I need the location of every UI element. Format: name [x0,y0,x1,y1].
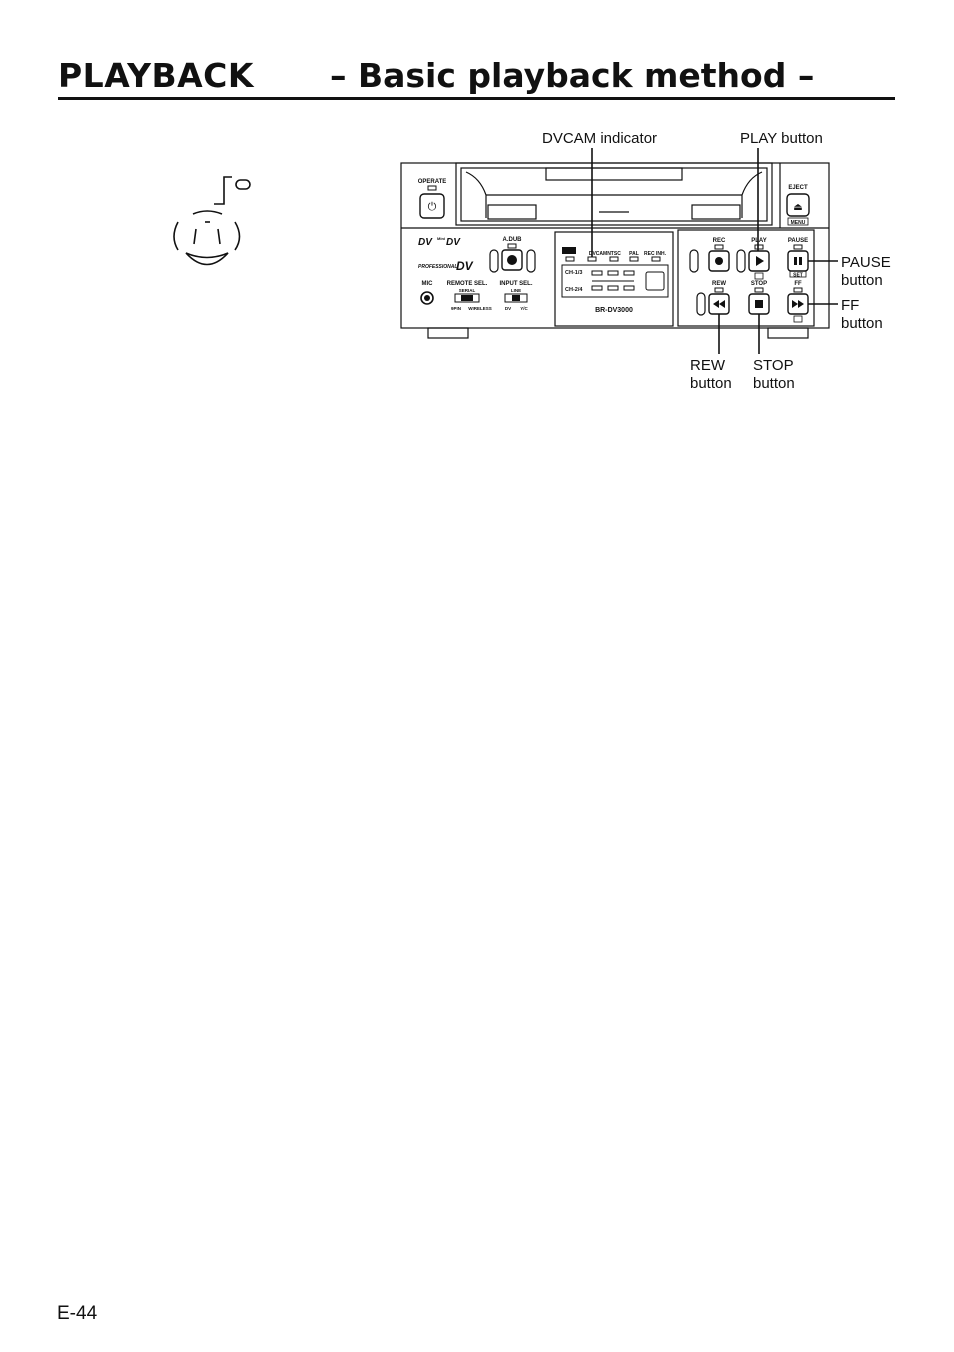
ch24-label: CH-2/4 [565,287,583,293]
pause-button[interactable] [787,250,809,272]
a-dub-button[interactable] [501,249,523,271]
input-sel-switch[interactable] [504,293,528,303]
eject-group: EJECT ⏏ MENU [786,185,810,226]
mini-dv-logo: DV [446,237,461,248]
pause-callout-line2: button [841,272,883,289]
dvcam-label: DVCAM [589,251,607,257]
rew-callout-line2: button [690,375,732,392]
rec-inh-label: REC INH. [644,251,667,257]
rec-button[interactable] [708,250,730,272]
transport-controls: REC PLAY PAUSE SET REW STOP FF [689,238,809,323]
mini-label: Mini [437,236,445,241]
mic-jack[interactable] [420,291,434,305]
dvcam-indicator [587,256,597,262]
dv-logo: DV [418,237,433,248]
professional-label: PROFESSIONAL [418,264,457,270]
ff-label: FF [794,281,802,287]
pause-icon [794,257,797,265]
play-icon [756,256,764,266]
dvcam-indicator-callout: DVCAM indicator [542,130,657,147]
yc-input-label: Y/C [520,306,528,311]
remote-sel-label: REMOTE SEL. [447,281,488,287]
stop-label: STOP [751,281,767,287]
play-label: PLAY [751,238,766,244]
operate-label: OPERATE [418,179,447,185]
center-display: DVCAM NTSC PAL REC INH. CH-1/3 CH-2/4 BR… [561,247,669,314]
remote-sel-switch[interactable] [454,293,480,303]
header-rule [58,97,895,100]
eject-icon: ⏏ [793,202,802,213]
page-number: E-44 [57,1303,98,1324]
rec-label: REC [713,238,726,244]
stop-icon [755,300,763,308]
rewind-icon [713,300,725,308]
ff-callout-line1: FF [841,297,859,314]
rew-label: REW [712,281,726,287]
section-subtitle: – Basic playback method – [330,56,815,95]
ntsc-label: NTSC [607,251,621,257]
a-dub-label: A.DUB [503,237,523,243]
eject-label: EJECT [788,185,808,191]
rew-callout-line1: REW [690,357,726,374]
serial-label: SERIAL [459,288,476,293]
pause-callout-line1: PAUSE [841,254,891,271]
ff-callout-line2: button [841,315,883,332]
play-button-callout: PLAY button [740,130,823,147]
operate-button[interactable] [419,193,445,219]
pause-label: PAUSE [788,238,808,244]
tape-sketch-icon [173,176,251,266]
professional-dv-logo: DV [456,259,474,273]
power-icon: ⏻ [428,201,437,213]
wireless-label: WIRELESS [468,306,492,311]
input-sel-label: INPUT SEL. [499,281,532,287]
left-controls: OPERATE ⏻ DV Mini DV PROFESSIONAL DV A.D… [418,179,536,311]
line-label: LINE [511,288,521,293]
stop-callout-line2: button [753,375,795,392]
page-header: PLAYBACK – Basic playback method – [58,52,896,98]
model-label: BR-DV3000 [595,307,633,314]
fast-forward-icon [792,300,804,308]
section-title: PLAYBACK [58,56,254,95]
eject-button[interactable] [786,193,810,217]
9pin-label: 9PIN [451,306,461,311]
pal-label: PAL [629,251,639,257]
callout-lines [591,148,838,354]
mic-label: MIC [422,281,434,287]
dv-input-label: DV [505,306,511,311]
menu-label: MENU [791,220,806,226]
stop-callout-line1: STOP [753,357,794,374]
set-label: SET [793,273,803,279]
ch13-label: CH-1/3 [565,270,582,276]
play-button[interactable] [748,250,770,272]
